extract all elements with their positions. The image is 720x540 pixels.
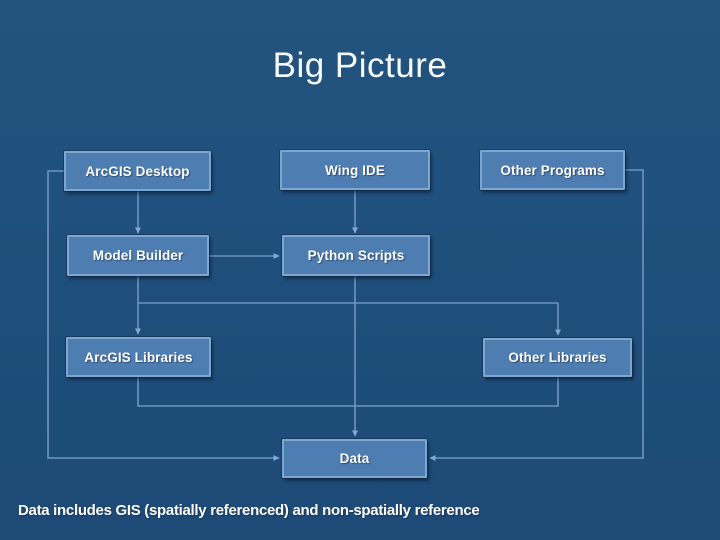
slide-caption: Data includes GIS (spatially referenced)… — [18, 502, 480, 519]
node-data: Data — [282, 439, 427, 478]
slide-title: Big Picture — [272, 46, 448, 85]
node-model-builder: Model Builder — [67, 235, 209, 276]
node-label: Wing IDE — [325, 162, 385, 178]
node-arcgis-desktop: ArcGIS Desktop — [64, 151, 211, 191]
node-python-scripts: Python Scripts — [282, 235, 430, 276]
node-wing-ide: Wing IDE — [280, 150, 430, 190]
node-label: ArcGIS Libraries — [84, 349, 193, 365]
node-label: Python Scripts — [307, 248, 405, 263]
node-label: Other Libraries — [508, 350, 607, 365]
node-label: ArcGIS Desktop — [85, 163, 190, 179]
node-label: Model Builder — [92, 248, 184, 263]
node-other-programs: Other Programs — [480, 150, 625, 190]
node-label: Data — [339, 451, 370, 466]
node-label: Other Programs — [500, 162, 605, 178]
node-other-libraries: Other Libraries — [483, 338, 632, 377]
node-arcgis-libraries: ArcGIS Libraries — [66, 337, 211, 377]
